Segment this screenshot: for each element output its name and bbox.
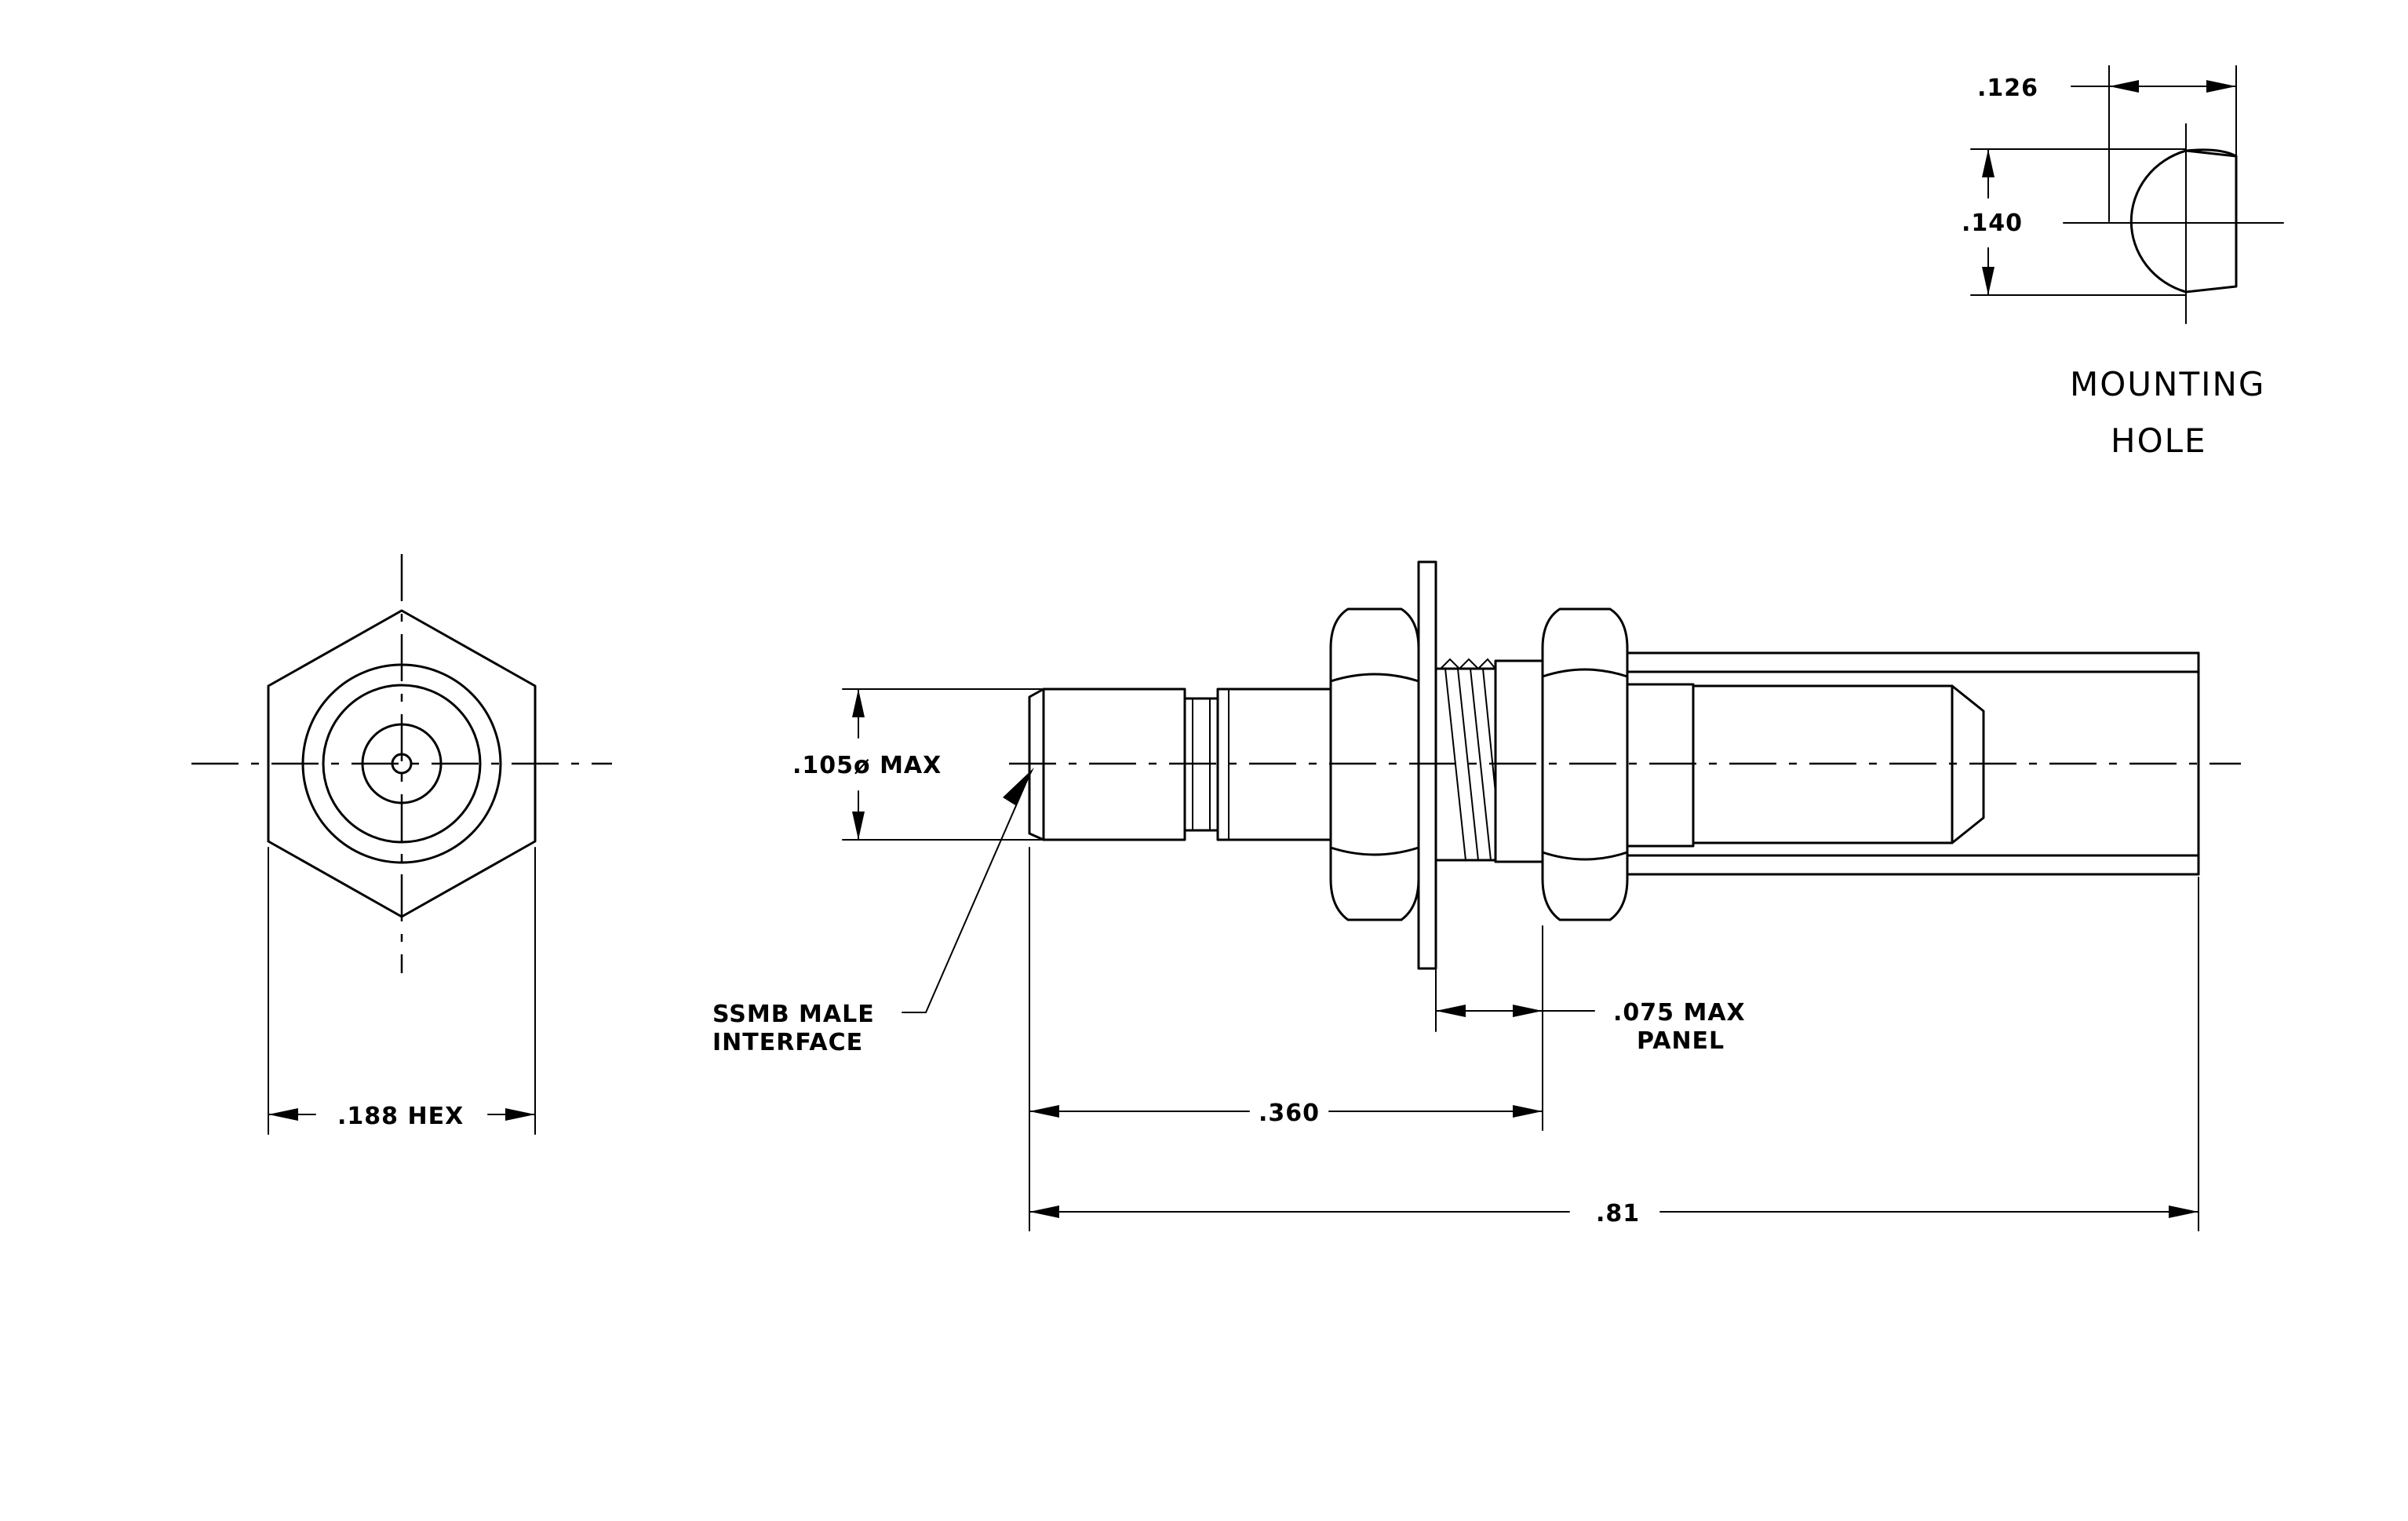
dim-81-arrow-left [1029, 1205, 1059, 1218]
dim-panel-label-line1: .075 MAX [1613, 999, 1746, 1027]
dim-panel-label-line2: PANEL [1637, 1027, 1725, 1055]
dim-panel-arrow-left [1436, 1005, 1466, 1017]
middle-ring [322, 684, 482, 844]
end-view: .188 HEX [191, 554, 612, 1135]
dim-hex-arrow-left [268, 1108, 298, 1121]
rear-hex-nut [1541, 607, 1629, 921]
mounting-hole-title-line1: MOUNTING [2070, 365, 2265, 403]
dim-panel-arrow-right [1513, 1005, 1543, 1017]
dim-105-arrow-top [852, 689, 865, 717]
dim-140-arrow-bottom [1982, 267, 1995, 295]
interface-leader-arrow [1003, 768, 1034, 805]
dim-140-arrow-top [1982, 149, 1995, 177]
dim-126-label: .126 [1977, 75, 2038, 102]
dim-360-arrow-left [1029, 1105, 1059, 1118]
dim-126-arrow-left [2109, 80, 2139, 93]
dim-105-label: .105ø MAX [792, 752, 942, 779]
sleeve-top-wall [1626, 651, 2200, 673]
rear-body [1626, 683, 1695, 848]
collar [1494, 659, 1544, 863]
mounting-hole-detail: .126 .140 MOUNTING HOLE [1962, 65, 2284, 460]
side-view: .105ø MAX SSMB MALE INTERFACE .075 MAX P… [712, 560, 2241, 1231]
dim-81-arrow-right [2169, 1205, 2199, 1218]
dim-hex-arrow-right [505, 1108, 535, 1121]
interface-callout-line1: SSMB MALE [712, 1001, 875, 1028]
thread-lines [1440, 658, 1496, 861]
dim-126-arrow-right [2206, 80, 2236, 93]
dim-360-arrow-right [1513, 1105, 1543, 1118]
dim-105-arrow-bottom [852, 812, 865, 840]
dim-hex-label: .188 HEX [337, 1103, 464, 1130]
front-hex-nut [1329, 607, 1420, 921]
panel-washer [1417, 560, 1437, 970]
mounting-hole-title-line2: HOLE [2111, 421, 2207, 460]
dim-360-label: .360 [1259, 1100, 1320, 1127]
dim-81-label: .81 [1596, 1200, 1640, 1227]
dim-140-label: .140 [1962, 210, 2023, 237]
sleeve-bottom-wall [1626, 854, 2200, 876]
interface-callout-line2: INTERFACE [712, 1029, 863, 1056]
interface-leader [902, 778, 1029, 1013]
mounting-hole-outline [2129, 149, 2238, 294]
